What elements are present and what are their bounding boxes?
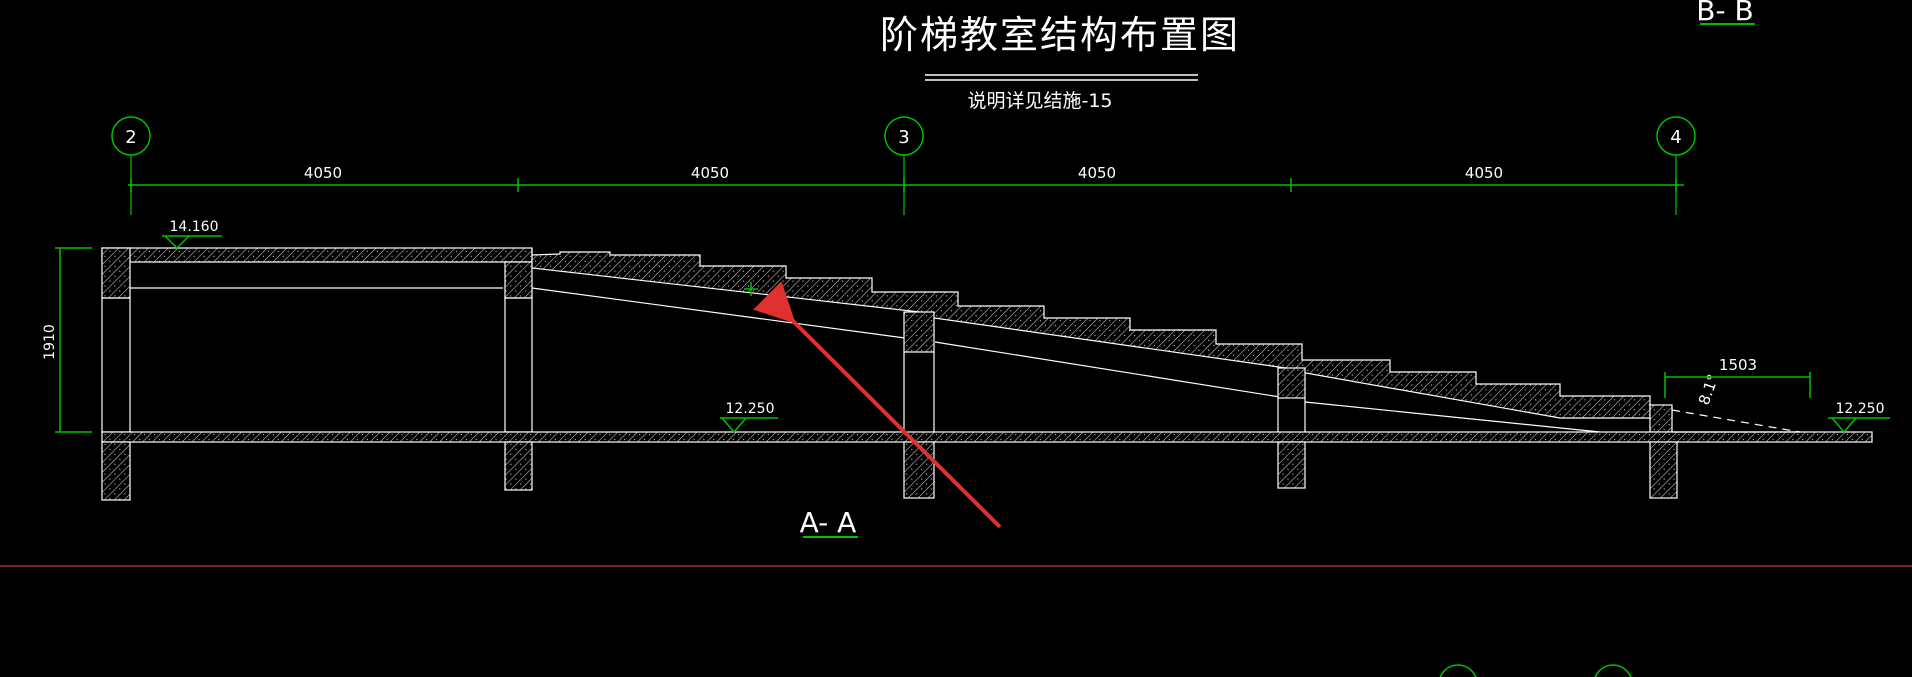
column-mid-1 bbox=[504, 261, 533, 299]
grid-axis-label: 3 bbox=[898, 127, 909, 148]
level-floor-text: 12.250 bbox=[726, 401, 775, 417]
section-label-b-b: B- B bbox=[1696, 0, 1755, 27]
level-ground-right-text: 12.250 bbox=[1836, 401, 1885, 417]
grid-axis-4: 4 bbox=[1656, 116, 1696, 215]
roof-slab bbox=[101, 247, 533, 263]
column-mid-2 bbox=[1277, 367, 1306, 399]
ramp-slope: 8.1° 1503 bbox=[1664, 356, 1811, 433]
ground-slab bbox=[101, 431, 1873, 443]
span-dimension-3: 4050 bbox=[1078, 164, 1116, 182]
drawing-note: 说明详见结施-15 bbox=[967, 90, 1112, 112]
section-label: A- A bbox=[800, 506, 857, 539]
footing-5 bbox=[1649, 441, 1678, 499]
level-marker-ground-right: 12.250 bbox=[1828, 401, 1890, 434]
grid-axes: 2 3 4 bbox=[111, 116, 1696, 215]
column-axis-3 bbox=[903, 311, 935, 353]
footing-1 bbox=[101, 441, 131, 501]
span-dimension-4: 4050 bbox=[1465, 164, 1503, 182]
footing-2 bbox=[504, 441, 533, 491]
stepped-slab bbox=[531, 248, 1673, 419]
footing-3 bbox=[903, 441, 935, 499]
span-dimension-1: 4050 bbox=[304, 164, 342, 182]
grid-axis-3: 3 bbox=[884, 116, 924, 215]
title-block: 阶梯教室结构布置图 说明详见结施-15 bbox=[880, 13, 1240, 112]
span-dimensions: 4050 4050 4050 4050 bbox=[128, 164, 1684, 192]
column-left-lower bbox=[101, 297, 131, 433]
level-top-text: 14.160 bbox=[170, 219, 219, 235]
height-dimension: 1910 bbox=[42, 247, 92, 433]
red-annotation-arrow bbox=[753, 281, 1002, 529]
section-label-top-right: B- B bbox=[1696, 0, 1753, 27]
footing-4 bbox=[1277, 441, 1306, 489]
column-left bbox=[101, 247, 131, 299]
ramp-length-dimension: 1503 bbox=[1719, 356, 1757, 374]
partial-grid-bubble-1 bbox=[1439, 664, 1477, 677]
grid-axis-2: 2 bbox=[111, 116, 151, 215]
partial-grid-bubble-2 bbox=[1594, 664, 1632, 677]
level-marker-floor: 12.250 bbox=[720, 401, 778, 434]
height-dimension-text: 1910 bbox=[42, 324, 58, 360]
span-dimension-2: 4050 bbox=[691, 164, 729, 182]
section-label-a-a: A- A bbox=[800, 506, 858, 539]
grid-axis-label: 4 bbox=[1670, 127, 1681, 148]
structure-section bbox=[101, 247, 1873, 501]
drawing-title: 阶梯教室结构布置图 bbox=[880, 13, 1240, 57]
column-mid-1-lower bbox=[504, 297, 533, 433]
level-marker-top: 14.160 bbox=[162, 219, 222, 250]
grid-axis-label: 2 bbox=[125, 127, 136, 148]
column-axis-4 bbox=[1649, 404, 1673, 433]
